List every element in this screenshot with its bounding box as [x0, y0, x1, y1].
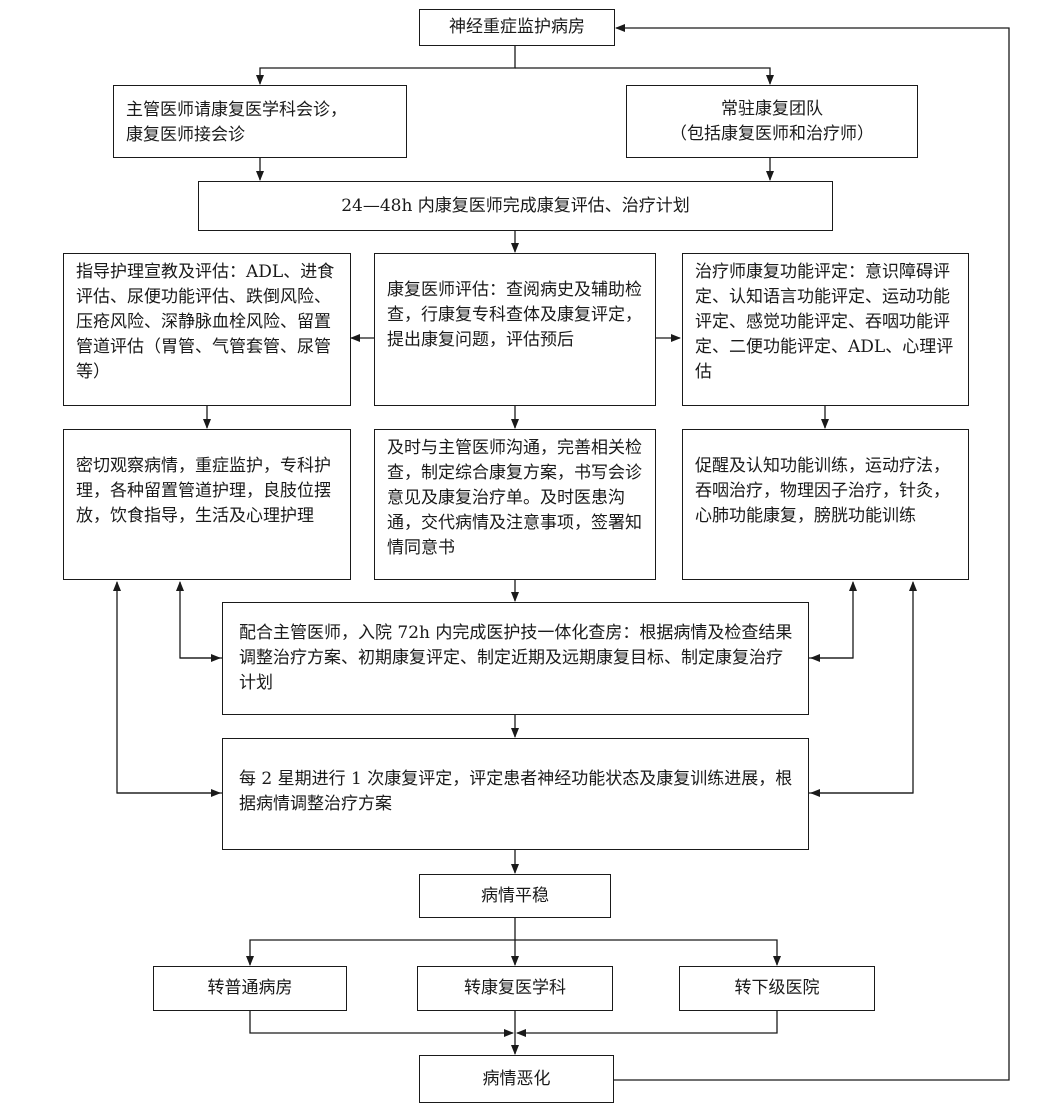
arrow-worsen-to-icu [614, 24, 1010, 1081]
node-icu: 神经重症监护病房 [419, 9, 615, 46]
node-stable: 病情平稳 [419, 874, 611, 918]
node-therapy: 促醒及认知功能训练，运动疗法，吞咽治疗，物理因子治疗，针灸，心肺功能康复，膀胱功… [682, 429, 969, 580]
node-resident-team: 常驻康复团队 （包括康复医师和治疗师） [626, 85, 918, 158]
node-to-lower-hospital: 转下级医院 [679, 966, 875, 1011]
arrow-biweekly-to-therapy [809, 581, 917, 794]
arrow-round-to-therapy [809, 581, 857, 659]
arrow-general-merge [249, 1011, 514, 1037]
node-to-rehab-dept: 转康复医学科 [417, 966, 613, 1011]
node-plan-24-48h: 24—48h 内康复医师完成康复评估、治疗计划 [198, 181, 833, 231]
arrow-icu-split [256, 46, 516, 85]
arrow-biweekly-to-care [113, 581, 222, 794]
node-nursing-care: 密切观察病情，重症监护，专科护理，各种留置管道护理，良肢位摆放，饮食指导，生活及… [63, 429, 351, 580]
node-nursing-eval: 指导护理宣教及评估：ADL、进食评估、尿便功能评估、跌倒风险、压疮风险、深静脉血… [63, 253, 351, 406]
arrow-stable-to-general [246, 918, 516, 966]
node-to-general-ward: 转普通病房 [153, 966, 347, 1011]
node-biweekly-eval: 每 2 星期进行 1 次康复评定，评定患者神经功能状态及康复训练进展，根据病情调… [222, 738, 809, 850]
arrow-icu-to-team [515, 67, 774, 85]
arrow-round-to-care [176, 581, 222, 659]
node-ward-round-72h: 配合主管医师，入院 72h 内完成医护技一体化查房：根据病情及检查结果调整治疗方… [222, 602, 809, 715]
node-communication: 及时与主管医师沟通，完善相关检查，制定综合康复方案，书写会诊意见及康复治疗单。及… [374, 429, 656, 580]
node-consult: 主管医师请康复医学科会诊， 康复医师接会诊 [113, 85, 407, 158]
node-therapist-eval: 治疗师康复功能评定：意识障碍评定、认知语言功能评定、运动功能评定、感觉功能评定、… [682, 253, 969, 406]
node-worsen: 病情恶化 [419, 1055, 614, 1103]
node-physician-eval: 康复医师评估：查阅病史及辅助检查，行康复专科查体及康复评定，提出康复问题，评估预… [374, 253, 656, 406]
arrow-lower-merge [516, 1011, 778, 1037]
arrow-stable-to-lower [515, 939, 781, 966]
